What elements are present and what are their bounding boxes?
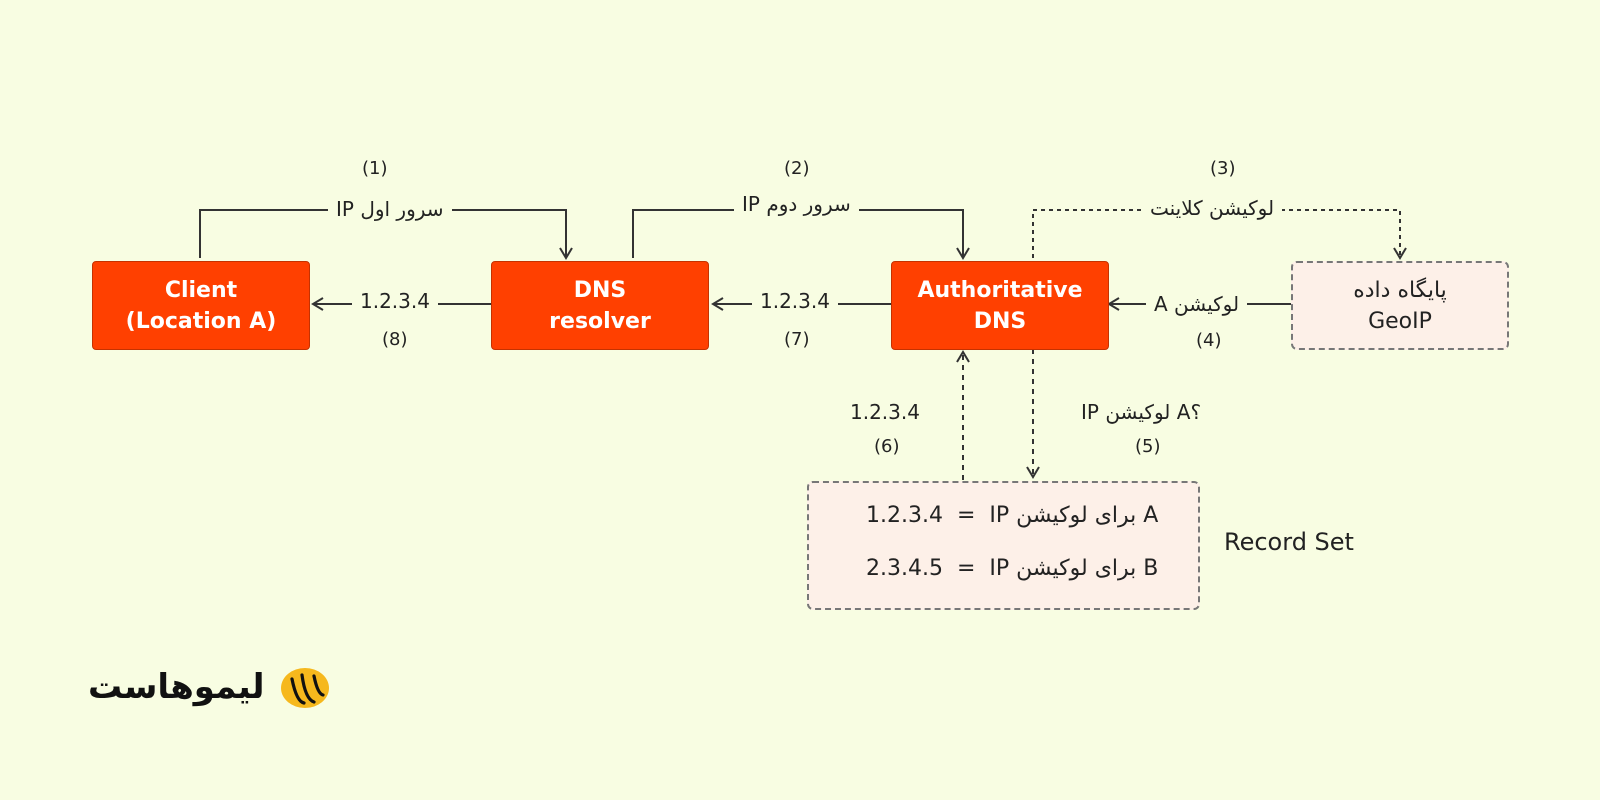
record-row-2-ip: 2.3.4.5	[866, 556, 943, 581]
authoritative-label-line2: DNS	[973, 308, 1027, 334]
brand-logo: لیموهاست	[88, 662, 333, 712]
step-3-label: لوکیشن کلاینت	[1142, 196, 1283, 220]
record-row-1-desc: IP برای لوکیشن A	[989, 503, 1159, 528]
client-label-line2: (Location A)	[125, 308, 277, 334]
geoip-database-box: پایگاه داده GeoIP	[1291, 261, 1509, 350]
step-7-label: 1.2.3.4	[752, 289, 838, 313]
client-box: Client (Location A)	[92, 261, 310, 350]
logo-text: لیموهاست	[88, 667, 265, 707]
step-2-label: IP سرور دوم	[734, 192, 859, 216]
authoritative-label-line1: Authoritative	[917, 277, 1083, 303]
step-5-label: IP لوکیشن A؟	[1073, 400, 1210, 424]
resolver-label-line1: DNS	[573, 277, 627, 303]
record-row-1-ip: 1.2.3.4	[866, 503, 943, 528]
step-7-number: (7)	[784, 329, 810, 350]
record-row-2-desc: IP برای لوکیشن B	[989, 556, 1159, 581]
step-8-label: 1.2.3.4	[352, 289, 438, 313]
dns-resolver-box: DNS resolver	[491, 261, 709, 350]
record-set-label: Record Set	[1224, 528, 1354, 556]
record-set-box	[807, 481, 1200, 610]
step-5-number: (5)	[1135, 436, 1161, 457]
step-1-number: (1)	[362, 158, 388, 179]
resolver-label-line2: resolver	[549, 308, 651, 334]
lemon-logo-icon	[280, 668, 329, 708]
arrow-step-3	[1032, 209, 1407, 260]
record-row-1: 1.2.3.4=IP برای لوکیشن A	[866, 503, 1159, 528]
step-1-label: IP سرور اول	[328, 197, 452, 221]
step-4-number: (4)	[1196, 330, 1222, 351]
step-6-number: (6)	[874, 436, 900, 457]
geoip-label-line1: پایگاه داده	[1353, 277, 1447, 303]
record-row-2: 2.3.4.5=IP برای لوکیشن B	[866, 556, 1159, 581]
step-6-label: 1.2.3.4	[842, 400, 928, 424]
step-8-number: (8)	[382, 329, 408, 350]
arrow-step-2	[632, 209, 970, 260]
step-3-number: (3)	[1210, 158, 1236, 179]
step-4-label: لوکیشن A	[1146, 292, 1248, 316]
step-2-number: (2)	[784, 158, 810, 179]
geoip-label-line2: GeoIP	[1368, 308, 1432, 334]
client-label-line1: Client	[164, 277, 238, 303]
